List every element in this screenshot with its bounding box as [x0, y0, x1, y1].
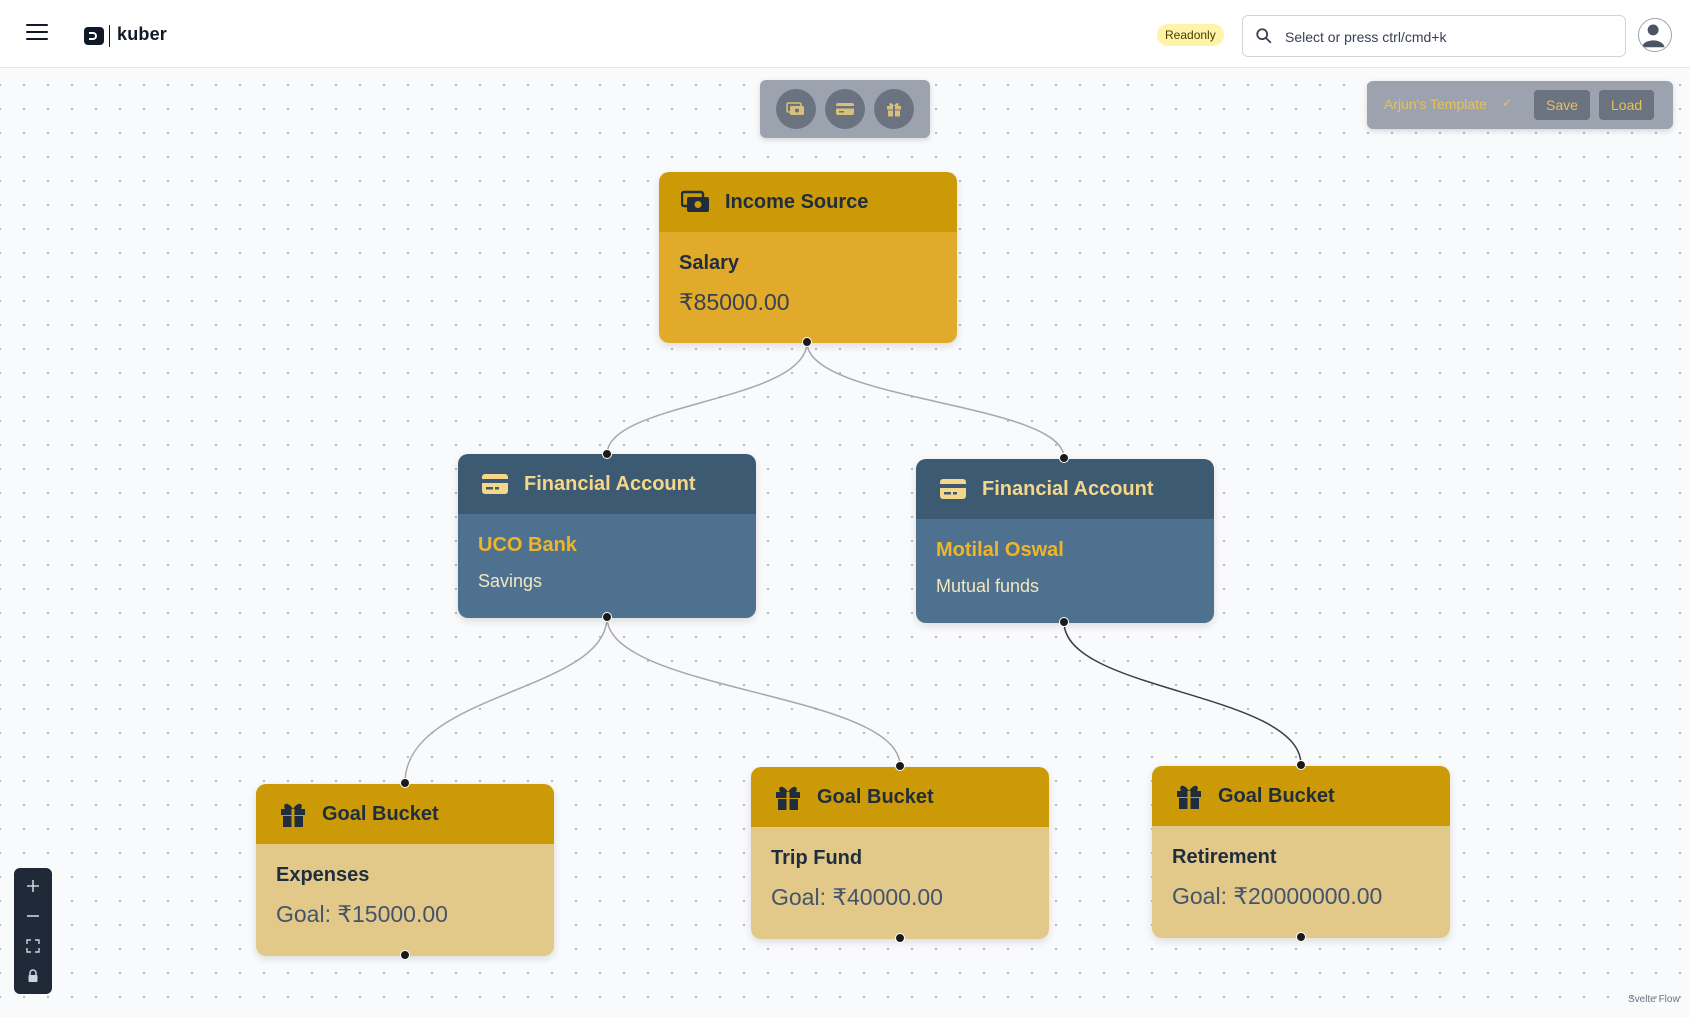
node-header: Financial Account [916, 459, 1214, 519]
fit-view-button[interactable] [18, 932, 48, 960]
income-amount: ₹85000.00 [679, 289, 790, 315]
plus-icon [27, 880, 39, 892]
goal-bucket-node-retirement[interactable]: Goal Bucket Retirement Goal: ₹20000000.0… [1152, 766, 1450, 938]
retirement-bottom-handle[interactable] [1296, 932, 1306, 942]
goal-amount: Goal: ₹20000000.00 [1172, 883, 1383, 909]
expenses-top-handle[interactable] [400, 778, 410, 788]
goal-name: Retirement [1172, 846, 1277, 868]
load-button[interactable]: Load [1599, 90, 1655, 120]
financial-account-icon [836, 103, 854, 115]
template-panel: Arjun's Template ✓ Save Load [1367, 81, 1673, 129]
account-name: UCO Bank [478, 534, 577, 556]
template-name[interactable]: Arjun's Template [1384, 96, 1487, 112]
goal-bucket-icon [278, 799, 308, 829]
goal-amount: Goal: ₹40000.00 [771, 884, 943, 910]
node-type-label: Goal Bucket [1218, 784, 1335, 807]
goal-bucket-icon [773, 782, 803, 812]
goal-bucket-icon [1174, 781, 1204, 811]
income-name: Salary [679, 252, 740, 274]
node-body: Trip Fund Goal: ₹40000.00 [751, 827, 1049, 939]
account-name: Motilal Oswal [936, 539, 1064, 561]
kuber-logo-icon [84, 27, 104, 45]
node-type-label: Financial Account [524, 472, 696, 495]
add-goal-bucket-button[interactable] [874, 89, 914, 129]
node-header: Financial Account [458, 454, 756, 514]
financial-account-icon [938, 474, 968, 504]
fit-view-icon [26, 939, 40, 953]
logo-divider [109, 25, 110, 47]
node-header: Goal Bucket [1152, 766, 1450, 826]
search-icon [1256, 28, 1272, 44]
trip-fund-bottom-handle[interactable] [895, 933, 905, 943]
top-bar: kuber Readonly [0, 0, 1690, 68]
search-input[interactable] [1283, 16, 1617, 58]
node-type-label: Financial Account [982, 477, 1154, 500]
uco-bottom-handle[interactable] [602, 612, 612, 622]
node-header: Income Source [659, 172, 957, 232]
node-header: Goal Bucket [751, 767, 1049, 827]
node-body: Expenses Goal: ₹15000.00 [256, 844, 554, 956]
node-type-label: Goal Bucket [817, 785, 934, 808]
svelte-flow-attribution[interactable]: Svelte Flow [1628, 994, 1680, 1005]
goal-bucket-node-trip-fund[interactable]: Goal Bucket Trip Fund Goal: ₹40000.00 [751, 767, 1049, 939]
financial-account-icon [480, 469, 510, 499]
node-body: Salary ₹85000.00 [659, 232, 957, 343]
income-source-bottom-handle[interactable] [802, 337, 812, 347]
financial-account-node-motilal[interactable]: Financial Account Motilal Oswal Mutual f… [916, 459, 1214, 623]
income-source-node[interactable]: Income Source Salary ₹85000.00 [659, 172, 957, 343]
financial-account-node-uco[interactable]: Financial Account UCO Bank Savings [458, 454, 756, 618]
income-source-icon [786, 102, 804, 115]
search-box[interactable] [1242, 15, 1626, 58]
node-toolbar [760, 80, 930, 138]
lock-icon [28, 969, 38, 982]
retirement-top-handle[interactable] [1296, 760, 1306, 770]
goal-bucket-icon [887, 102, 901, 117]
readonly-badge: Readonly [1157, 24, 1224, 46]
goal-name: Expenses [276, 864, 370, 886]
edit-template-name-icon[interactable]: ✓ [1502, 95, 1513, 110]
node-body: Retirement Goal: ₹20000000.00 [1152, 826, 1450, 938]
goal-bucket-node-expenses[interactable]: Goal Bucket Expenses Goal: ₹15000.00 [256, 784, 554, 956]
node-type-label: Income Source [725, 190, 869, 213]
zoom-in-button[interactable] [18, 872, 48, 900]
income-source-icon [681, 187, 711, 217]
goal-name: Trip Fund [771, 847, 863, 869]
uco-top-handle[interactable] [602, 449, 612, 459]
expenses-bottom-handle[interactable] [400, 950, 410, 960]
lock-button[interactable] [18, 962, 48, 990]
add-financial-account-button[interactable] [825, 89, 865, 129]
app-name[interactable]: kuber [117, 24, 168, 44]
account-kind: Mutual funds [936, 576, 1040, 596]
motilal-bottom-handle[interactable] [1059, 617, 1069, 627]
node-body: Motilal Oswal Mutual funds [916, 519, 1214, 623]
motilal-top-handle[interactable] [1059, 453, 1069, 463]
trip-fund-top-handle[interactable] [895, 761, 905, 771]
user-avatar-icon[interactable] [1638, 18, 1672, 52]
hamburger-menu-icon[interactable] [26, 24, 48, 42]
node-body: UCO Bank Savings [458, 514, 756, 618]
account-kind: Savings [478, 571, 543, 591]
node-type-label: Goal Bucket [322, 802, 439, 825]
save-button[interactable]: Save [1534, 90, 1590, 120]
add-income-source-button[interactable] [776, 89, 816, 129]
goal-amount: Goal: ₹15000.00 [276, 901, 448, 927]
minus-icon [27, 915, 39, 917]
node-header: Goal Bucket [256, 784, 554, 844]
zoom-out-button[interactable] [18, 902, 48, 930]
flow-controls [14, 868, 52, 994]
